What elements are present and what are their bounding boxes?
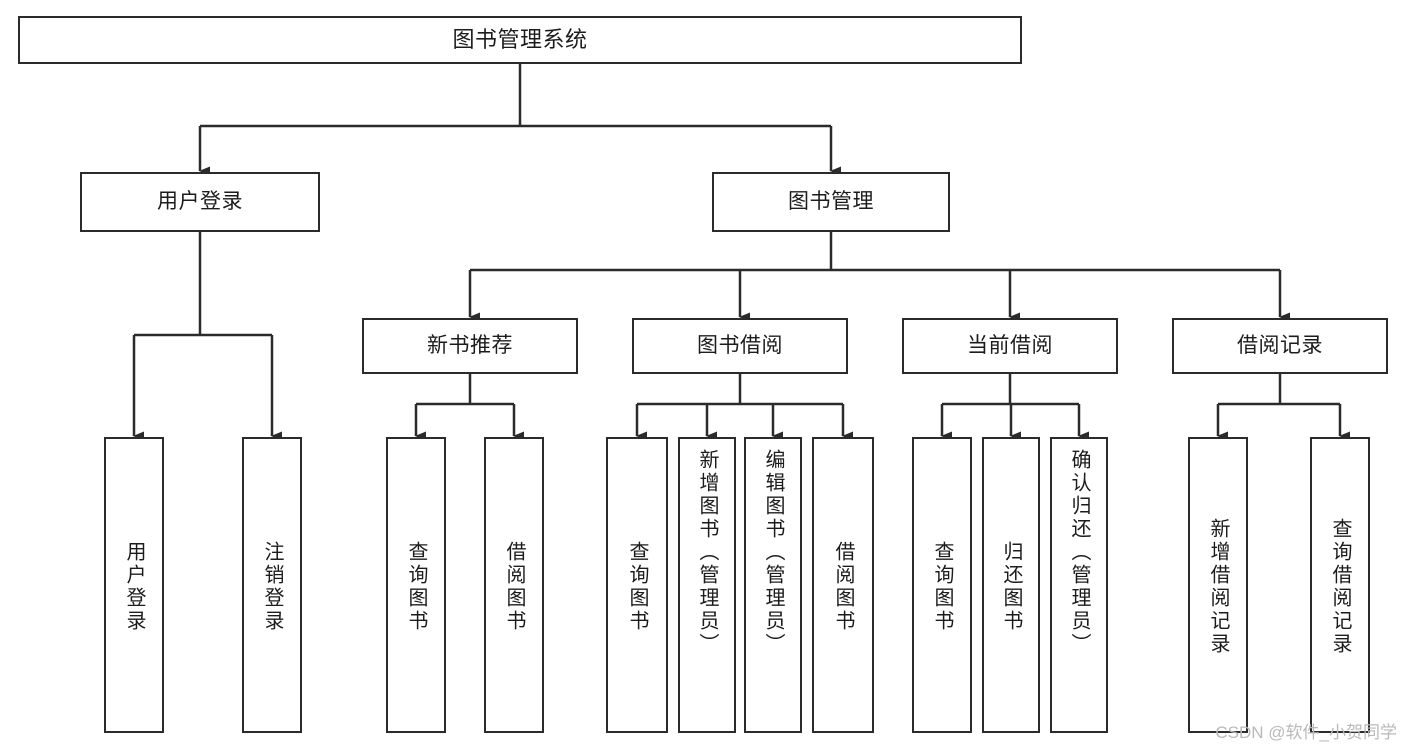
node-leaf-edit-book[interactable]: 编辑图书（管理员） <box>744 437 802 733</box>
watermark-text: CSDN @软件_小贺同学 <box>1215 723 1397 742</box>
node-leaf-return-book-label: 归还图书 <box>1000 541 1022 633</box>
node-leaf-logout[interactable]: 注销登录 <box>242 437 302 733</box>
edge-group <box>132 64 1350 441</box>
node-leaf-query-book-1[interactable]: 查询图书 <box>386 437 446 733</box>
node-borrow-record[interactable]: 借阅记录 <box>1172 318 1388 374</box>
node-leaf-add-book-label: 新增图书（管理员） <box>696 449 718 656</box>
node-leaf-logout-label: 注销登录 <box>261 541 283 633</box>
node-leaf-query-book-2-label: 查询图书 <box>626 541 648 633</box>
node-root[interactable]: 图书管理系统 <box>18 16 1022 64</box>
node-book-manage[interactable]: 图书管理 <box>712 172 950 232</box>
node-leaf-confirm-return-label: 确认归还（管理员） <box>1068 449 1090 656</box>
node-leaf-query-record-label: 查询借阅记录 <box>1329 518 1351 656</box>
node-leaf-add-book[interactable]: 新增图书（管理员） <box>678 437 736 733</box>
node-book-manage-label: 图书管理 <box>788 190 874 214</box>
node-new-book-recommend[interactable]: 新书推荐 <box>362 318 578 374</box>
node-leaf-add-record-label: 新增借阅记录 <box>1207 518 1229 656</box>
node-leaf-borrow-book-1-label: 借阅图书 <box>503 541 525 633</box>
node-user-login[interactable]: 用户登录 <box>80 172 320 232</box>
node-leaf-user-login-label: 用户登录 <box>123 541 145 633</box>
node-leaf-query-record[interactable]: 查询借阅记录 <box>1310 437 1370 733</box>
node-leaf-return-book[interactable]: 归还图书 <box>982 437 1040 733</box>
node-current-borrow[interactable]: 当前借阅 <box>902 318 1118 374</box>
node-leaf-edit-book-label: 编辑图书（管理员） <box>762 449 784 656</box>
node-leaf-borrow-book-1[interactable]: 借阅图书 <box>484 437 544 733</box>
node-user-login-label: 用户登录 <box>157 190 243 214</box>
node-book-borrow[interactable]: 图书借阅 <box>632 318 848 374</box>
node-book-borrow-label: 图书借阅 <box>697 334 783 358</box>
node-leaf-borrow-book-2-label: 借阅图书 <box>832 541 854 633</box>
node-new-book-recommend-label: 新书推荐 <box>427 334 513 358</box>
node-borrow-record-label: 借阅记录 <box>1237 334 1323 358</box>
node-leaf-query-book-1-label: 查询图书 <box>405 541 427 633</box>
node-current-borrow-label: 当前借阅 <box>967 334 1053 358</box>
node-leaf-query-book-2[interactable]: 查询图书 <box>606 437 668 733</box>
node-root-label: 图书管理系统 <box>452 26 588 52</box>
node-leaf-query-book-3[interactable]: 查询图书 <box>912 437 972 733</box>
node-leaf-query-book-3-label: 查询图书 <box>931 541 953 633</box>
node-leaf-user-login[interactable]: 用户登录 <box>104 437 164 733</box>
node-leaf-add-record[interactable]: 新增借阅记录 <box>1188 437 1248 733</box>
node-leaf-borrow-book-2[interactable]: 借阅图书 <box>812 437 874 733</box>
node-leaf-confirm-return[interactable]: 确认归还（管理员） <box>1050 437 1108 733</box>
